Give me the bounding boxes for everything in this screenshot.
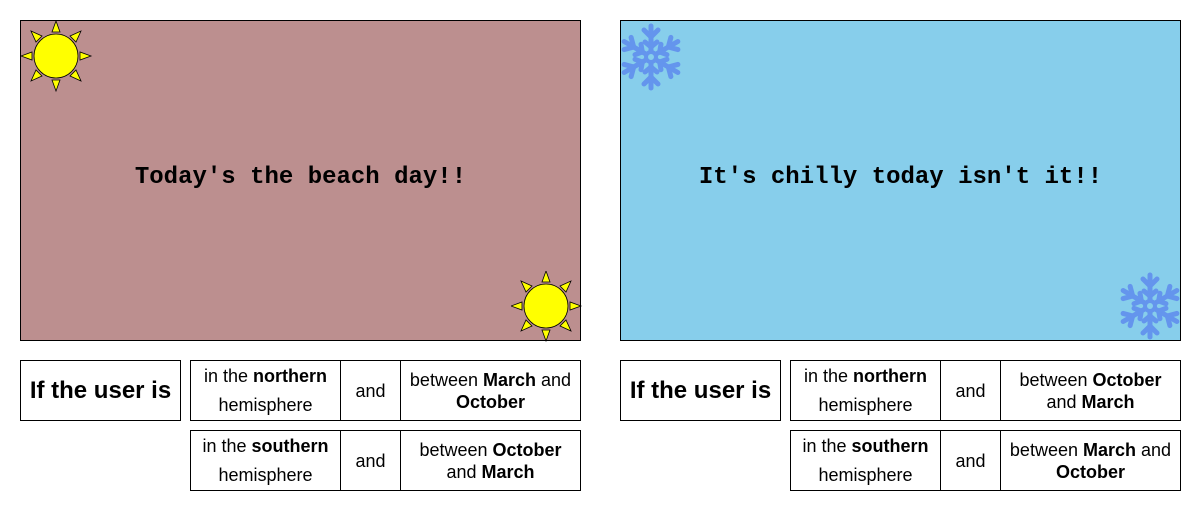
condition-label-text: If the user is xyxy=(29,376,172,404)
and-text: and xyxy=(955,380,986,401)
snowflake-icon xyxy=(621,23,681,91)
and-cell: and xyxy=(940,430,1001,491)
and-text: and xyxy=(955,450,986,471)
chilly-day-message: It's chilly today isn't it!! xyxy=(698,164,1103,191)
chilly-day-panel: It's chilly today isn't it!! xyxy=(620,20,1181,341)
condition-label-text: If the user is xyxy=(629,376,772,404)
condition-label: If the user is xyxy=(620,360,781,421)
and-cell: and xyxy=(940,360,1001,421)
snowflake-icon xyxy=(1120,272,1180,340)
snowflake-icon-wrapper xyxy=(1119,272,1180,340)
sun-icon xyxy=(21,21,93,93)
sun-icon xyxy=(511,271,583,343)
and-text: and xyxy=(355,450,386,471)
beach-day-message: Today's the beach day!! xyxy=(134,164,467,191)
beach-day-panel: Today's the beach day!! xyxy=(20,20,583,343)
and-text: and xyxy=(355,380,386,401)
and-cell: and xyxy=(340,430,401,491)
and-cell: and xyxy=(340,360,401,421)
condition-label: If the user is xyxy=(20,360,181,421)
